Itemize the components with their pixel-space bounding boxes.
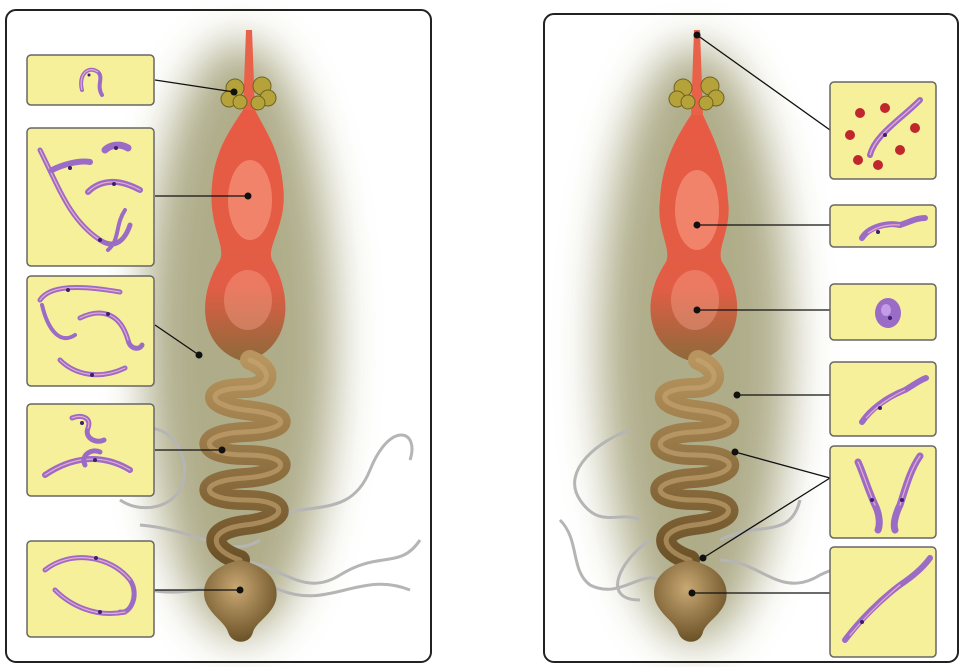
right-stage-box-5 xyxy=(830,446,936,538)
left-stage-box-3 xyxy=(27,276,154,386)
right-stage-box-4 xyxy=(830,362,936,436)
right-stage-box-1 xyxy=(830,82,936,179)
right-stage-box-3 xyxy=(830,284,936,340)
left-stage-box-1 xyxy=(27,55,154,105)
left-stage-box-4 xyxy=(27,404,154,496)
right-stage-box-2 xyxy=(830,205,936,247)
left-panel xyxy=(6,10,431,662)
amastigote-icon xyxy=(875,298,901,328)
left-stage-box-2 xyxy=(27,128,154,266)
right-panel xyxy=(544,14,958,662)
right-stage-box-6 xyxy=(830,547,936,657)
left-stage-box-5 xyxy=(27,541,154,637)
